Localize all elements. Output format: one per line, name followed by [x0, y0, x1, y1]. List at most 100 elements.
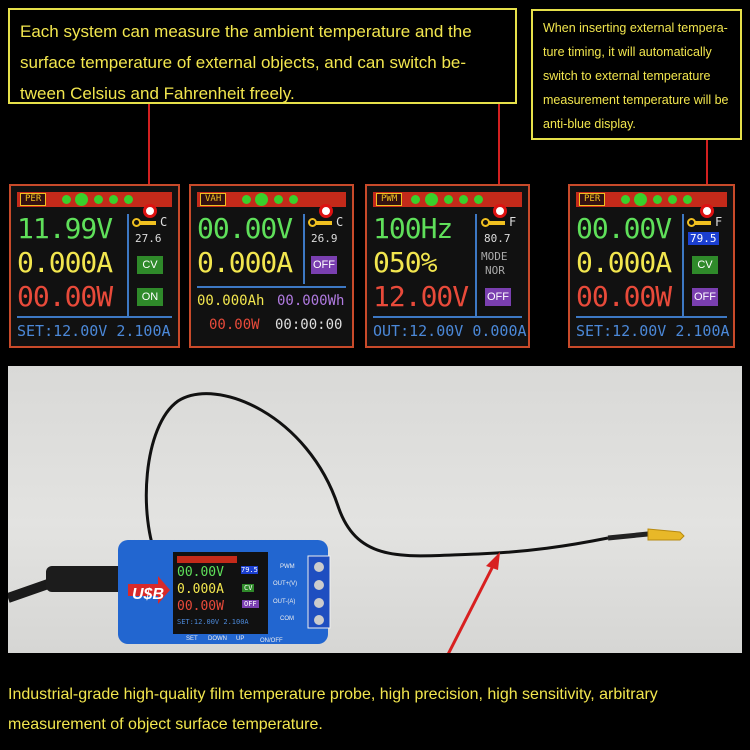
thermometer-icon [308, 216, 334, 230]
screen-topbar: VAH [197, 192, 346, 207]
probe-caption: Industrial-grade high-quality film tempe… [8, 686, 658, 733]
mini-current: 0.000A [177, 582, 224, 597]
led-icon [444, 195, 453, 204]
terminal-screw [314, 615, 324, 625]
divider [682, 214, 684, 316]
device-logo: U$B [132, 586, 165, 603]
mini-voltage: 00.00V [177, 565, 224, 580]
cv-badge: CV [692, 256, 718, 274]
led-icon [242, 195, 251, 204]
terminal-label-pwm: PWM [280, 564, 295, 570]
divider [127, 214, 129, 316]
capacity-readout: 00.000Ah [197, 293, 265, 309]
terminal-block [307, 555, 331, 629]
timer-readout: 00:00:00 [275, 317, 343, 333]
screen-topbar: PWM [373, 192, 522, 207]
energy-readout: 00.000Wh [277, 293, 345, 309]
mode-tag: VAH [200, 193, 227, 206]
output-badge: OFF [692, 288, 718, 306]
mode-tag: PER [20, 193, 47, 206]
voltage-readout: 00.00V [197, 212, 293, 245]
pointer-line-right [706, 140, 708, 205]
product-photo: U$B 00.00V 0.000A 00.00W 79.5 CV OFF SET… [8, 366, 742, 653]
led-icon [425, 193, 438, 206]
temp-unit: C [336, 215, 344, 229]
led-icon [289, 195, 298, 204]
current-readout: 0.000A [197, 246, 293, 279]
led-icon [109, 195, 118, 204]
temperature-value: 79.5 [688, 232, 719, 245]
led-icon [62, 195, 71, 204]
probe-illustration [8, 392, 685, 653]
mode-value: NOR [485, 264, 505, 277]
mini-topbar [177, 556, 237, 563]
probe-wire [144, 392, 609, 562]
power-readout: 00.00W [576, 280, 672, 313]
led-icon [459, 195, 468, 204]
temp-unit: F [509, 215, 517, 229]
mini-off-badge: OFF [242, 600, 259, 608]
screen-topbar: PER [17, 192, 172, 207]
mode-tag: PER [579, 193, 606, 206]
screen-per-fahrenheit-probe: PER 00.00V 0.000A 00.00W F 79.5 CV OFF S… [568, 184, 735, 348]
terminal-screw [314, 562, 324, 572]
power-readout: 00.00W [17, 280, 113, 313]
divider [303, 214, 305, 284]
divider [17, 316, 172, 318]
button-label-set: SET [186, 636, 198, 642]
temperature-value: 80.7 [484, 232, 511, 245]
usb-plug [46, 566, 126, 592]
voltage-readout: 00.00V [576, 212, 672, 245]
output-badge: OFF [311, 256, 337, 274]
callout-ambient-surface: Each system can measure the ambient temp… [8, 8, 517, 104]
led-icon [94, 195, 103, 204]
mini-power: 00.00W [177, 599, 224, 614]
led-icon [634, 193, 647, 206]
divider [197, 286, 346, 288]
cv-badge: CV [137, 256, 163, 274]
terminal-screw [314, 580, 324, 590]
divider [373, 316, 522, 318]
led-icon [683, 195, 692, 204]
button-label-onoff: ON/OFF [260, 638, 283, 644]
mini-screen: 00.00V 0.000A 00.00W 79.5 CV OFF SET:12.… [175, 554, 266, 632]
probe-sheath [607, 531, 649, 541]
led-icon [124, 195, 133, 204]
thermometer-icon [481, 216, 507, 230]
screen-topbar: PER [576, 192, 727, 207]
terminal-label-com: COM [280, 616, 294, 622]
temperature-value: 27.6 [135, 232, 162, 245]
mini-footer: SET:12.00V 2.100A [177, 618, 249, 626]
led-icon [653, 195, 662, 204]
led-icon [274, 195, 283, 204]
mini-cv-badge: CV [242, 584, 255, 592]
setpoint-footer: SET:12.00V 2.100A [17, 322, 171, 340]
led-icon [255, 193, 268, 206]
terminal-label-outa: OUT-(A) [273, 599, 296, 605]
led-icon [621, 195, 630, 204]
temp-unit: C [160, 215, 168, 229]
divider [576, 316, 727, 318]
button-label-up: UP [236, 636, 245, 642]
current-readout: 0.000A [17, 246, 113, 279]
probe-tip [647, 528, 685, 541]
voltage-readout: 12.00V [373, 280, 469, 313]
arrowhead-icon [486, 552, 500, 570]
power-readout: 00.00W [209, 317, 260, 333]
screen-pwm-fahrenheit: PWM 100Hz 050% 12.00V F 80.7 MODE NOR OF… [365, 184, 530, 348]
callout-external-probe-text: When inserting external tempera-ture tim… [543, 21, 729, 131]
red-arrow-icon [128, 576, 170, 604]
pointer-dot [700, 204, 714, 218]
pointer-dot [143, 204, 157, 218]
setpoint-footer: SET:12.00V 2.100A [576, 322, 730, 340]
led-icon [411, 195, 420, 204]
mode-label: MODE [481, 250, 508, 263]
terminal-screw [314, 598, 324, 608]
duty-readout: 050% [373, 246, 437, 279]
callout-ambient-surface-text: Each system can measure the ambient temp… [20, 22, 472, 103]
mode-tag: PWM [376, 193, 403, 206]
callout-external-probe: When inserting external tempera-ture tim… [531, 9, 742, 140]
thermometer-icon [132, 216, 158, 230]
temp-unit: F [715, 215, 723, 229]
screen-vah-celsius: VAH 00.00V 0.000A C 26.9 OFF 00.000Ah 00… [189, 184, 354, 348]
